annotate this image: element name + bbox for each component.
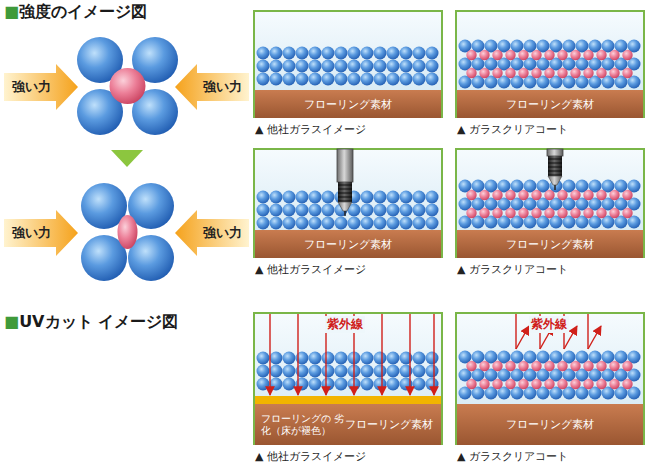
flooring-band: フローリング素材 bbox=[255, 90, 441, 118]
flooring-label: フローリング素材 bbox=[506, 417, 594, 432]
panel-caption: ▲ ガラスクリアコート bbox=[457, 262, 568, 277]
force-arrow: 強い力 bbox=[4, 64, 78, 110]
uv-label: 紫外線 bbox=[325, 316, 365, 333]
arrow-label: 強い力 bbox=[12, 78, 51, 96]
section-heading: ■強度のイメージ図 bbox=[4, 2, 147, 23]
uv-rays bbox=[270, 314, 601, 395]
flooring-label: フローリング素材 bbox=[304, 97, 392, 112]
sample-panel: ▲ ガラスクリアコートフローリング素材 bbox=[455, 148, 645, 258]
down-triangle bbox=[111, 150, 143, 167]
sample-panel: ▲ 他社ガラスイメージ紫外線フローリングの 劣化（床が褪色）フローリング素材 bbox=[253, 312, 443, 445]
sample-panel: ▲ 他社ガラスイメージフローリング素材 bbox=[253, 10, 443, 118]
particle-cluster-compressed bbox=[81, 183, 174, 281]
sample-panel: ▲ ガラスクリアコートフローリング素材 bbox=[455, 10, 645, 118]
panel-caption: ▲ 他社ガラスイメージ bbox=[255, 122, 366, 137]
flooring-label: フローリング素材 bbox=[506, 237, 594, 252]
force-arrow: 強い力 bbox=[4, 210, 78, 256]
flooring-label: フローリング素材 bbox=[345, 417, 433, 432]
flooring-band: フローリング素材 bbox=[457, 404, 643, 445]
panel-grounds bbox=[254, 11, 644, 444]
flooring-band: フローリング素材 bbox=[255, 230, 441, 258]
panel-caption: ▲ ガラスクリアコート bbox=[457, 122, 568, 137]
panel-caption: ▲ 他社ガラスイメージ bbox=[255, 449, 366, 464]
flooring-band: フローリング素材 bbox=[457, 230, 643, 258]
arrow-label: 強い力 bbox=[203, 224, 242, 242]
force-arrow: 強い力 bbox=[175, 210, 249, 256]
section-heading: ■UVカット イメージ図 bbox=[4, 312, 178, 333]
sample-panel: ▲ ガラスクリアコート紫外線フローリング素材 bbox=[455, 312, 645, 445]
force-arrow: 強い力 bbox=[175, 64, 249, 110]
panel-caption: ▲ ガラスクリアコート bbox=[457, 449, 568, 464]
arrow-label: 強い力 bbox=[12, 224, 51, 242]
flooring-label: フローリングの 劣化（床が褪色） bbox=[261, 413, 345, 437]
pencils bbox=[337, 149, 563, 216]
flooring-band: フローリング素材 bbox=[457, 90, 643, 118]
sample-panel: ▲ 他社ガラスイメージフローリング素材 bbox=[253, 148, 443, 258]
panel-caption: ▲ 他社ガラスイメージ bbox=[255, 262, 366, 277]
flooring-band: フローリングの 劣化（床が褪色）フローリング素材 bbox=[255, 404, 441, 445]
flooring-label: フローリング素材 bbox=[304, 237, 392, 252]
arrow-label: 強い力 bbox=[203, 78, 242, 96]
particle-cluster bbox=[77, 37, 178, 135]
faded-layer bbox=[255, 396, 441, 404]
flooring-label: フローリング素材 bbox=[506, 97, 594, 112]
uv-label: 紫外線 bbox=[529, 316, 569, 333]
